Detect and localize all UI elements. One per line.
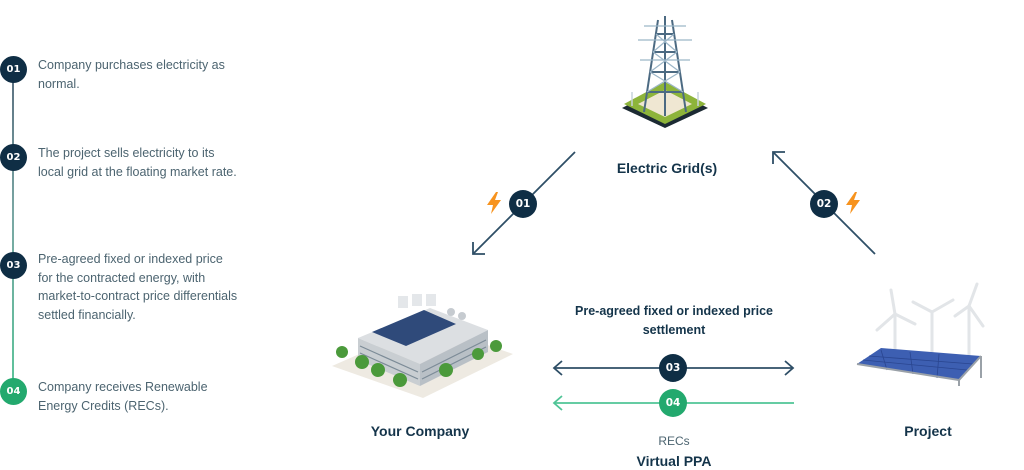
recs-label: RECs [658, 434, 690, 448]
settlement-caption: Pre-agreed fixed or indexed price settle… [575, 304, 773, 337]
vppa-diagram: Electric Grid(s) 01 02 03 04 Your Compan… [300, 0, 1024, 470]
step-text: Company purchases electricity as normal. [38, 58, 225, 91]
diagram-title: Virtual PPA [636, 453, 712, 469]
lightning-bolt-icon [846, 192, 860, 214]
step-badge: 04 [0, 378, 27, 405]
step-badge: 02 [0, 144, 27, 171]
step-badge: 01 [0, 56, 27, 83]
step-text: Pre-agreed fixed or indexed price for th… [38, 252, 238, 322]
grid-label: Electric Grid(s) [616, 160, 718, 176]
company-label: Your Company [370, 423, 470, 439]
timeline-connector [12, 70, 14, 390]
step-badge: 03 [0, 252, 27, 279]
company-illustration [332, 294, 513, 398]
steps-timeline: 01 Company purchases electricity as norm… [0, 0, 240, 470]
project-label: Project [904, 423, 952, 439]
lightning-bolt-icon [487, 192, 501, 214]
arrow-01-badge: 01 [509, 190, 537, 218]
electric-grid-illustration [622, 16, 708, 128]
step-text: The project sells electricity to its loc… [38, 146, 237, 179]
project-illustration [856, 282, 985, 386]
arrow-04-badge: 04 [659, 389, 687, 417]
step-text: Company receives Renewable Energy Credit… [38, 380, 208, 413]
arrow-02-badge: 02 [810, 190, 838, 218]
arrow-03-badge: 03 [659, 354, 687, 382]
